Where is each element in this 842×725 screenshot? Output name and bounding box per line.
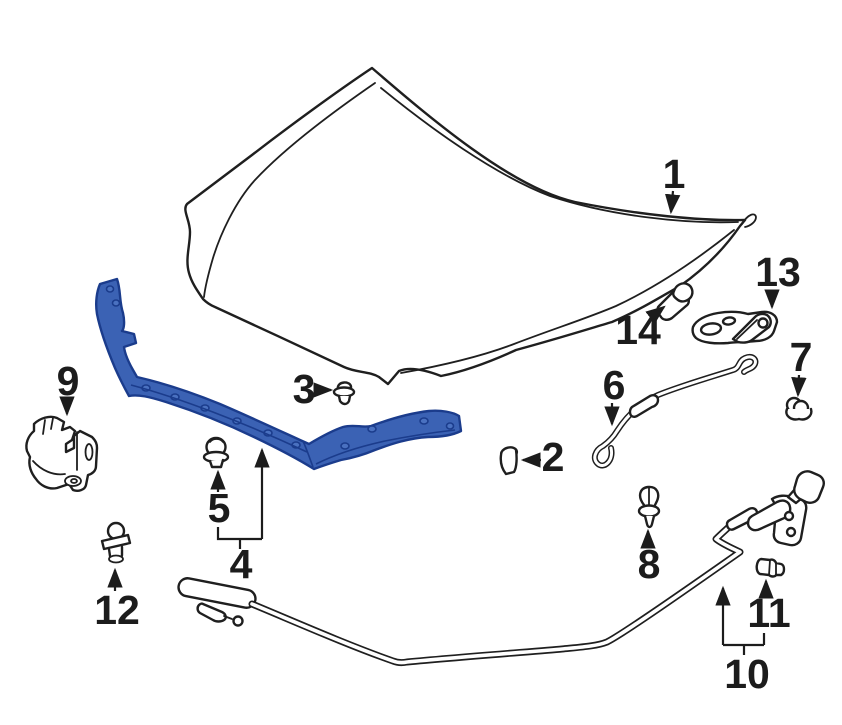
clip-12-foot xyxy=(108,554,124,564)
callout-label-1[interactable]: 1 xyxy=(663,151,686,197)
callout-label-14[interactable]: 14 xyxy=(615,307,661,353)
cable-barrel xyxy=(746,499,792,532)
callout-1-arrow xyxy=(665,190,681,215)
callout-label-8[interactable]: 8 xyxy=(638,541,661,587)
callout-10-bracket xyxy=(723,633,766,655)
hinge-slot-hole xyxy=(699,322,723,336)
latch-body xyxy=(25,415,99,492)
hinge-fold-line xyxy=(736,319,758,340)
callout-label-5[interactable]: 5 xyxy=(208,485,231,531)
latch-striker-hole xyxy=(84,443,94,461)
cable-handle-loop xyxy=(177,577,257,609)
hood-support-rod xyxy=(591,353,759,469)
hood-release-cable xyxy=(177,470,825,667)
rod-ferrule xyxy=(628,394,660,418)
callout-14-arrow xyxy=(645,305,666,324)
callout-labels: 1 2 3 4 5 6 7 8 9 10 11 12 13 14 xyxy=(57,151,813,697)
cable-ball-end xyxy=(232,615,244,627)
hood-front-flange xyxy=(400,229,735,374)
hood-outline xyxy=(184,66,747,386)
callout-7-arrow xyxy=(791,374,807,398)
callout-4-bracket xyxy=(216,527,262,549)
bracket-hole-upper xyxy=(783,510,795,522)
clip-5 xyxy=(202,436,230,469)
cable-end-fitting xyxy=(196,602,227,623)
callout-label-9[interactable]: 9 xyxy=(57,358,80,404)
latch-mount-hole xyxy=(64,475,82,487)
callout-arrows xyxy=(59,190,807,655)
clip-12 xyxy=(100,521,132,564)
grommet-11 xyxy=(755,557,786,578)
cable-path-inner xyxy=(250,521,742,665)
clip-2 xyxy=(499,446,519,476)
clip-2-body xyxy=(499,448,518,476)
hinge-arm-hole xyxy=(757,317,769,329)
molding-holes xyxy=(105,285,455,450)
callout-label-12[interactable]: 12 xyxy=(94,587,140,633)
cable-link xyxy=(223,615,233,620)
clip-3-flange xyxy=(332,386,356,398)
callout-label-7[interactable]: 7 xyxy=(790,334,813,380)
latch-details xyxy=(32,417,78,476)
clip-3 xyxy=(332,381,356,406)
hood-crease-rear xyxy=(380,87,739,224)
clip-8 xyxy=(637,485,661,529)
latch-mount-hole-inner xyxy=(70,478,78,484)
callout-label-6[interactable]: 6 xyxy=(603,362,626,408)
clip-7-base xyxy=(785,407,813,421)
hood-tip-curl xyxy=(741,213,757,228)
cable-path-outer xyxy=(248,519,744,667)
clip-7 xyxy=(785,396,813,421)
callout-label-13[interactable]: 13 xyxy=(755,249,801,295)
hood-panel xyxy=(184,66,757,386)
rod-path-inner xyxy=(593,355,757,467)
hinge-small-hole xyxy=(721,316,737,326)
callout-label-3[interactable]: 3 xyxy=(293,366,316,412)
callout-label-10[interactable]: 10 xyxy=(724,651,770,697)
clip-5-stem xyxy=(208,458,225,469)
hood-latch xyxy=(25,415,99,492)
clip-3-stem xyxy=(337,394,352,406)
hood-front-molding-highlighted[interactable] xyxy=(95,277,463,471)
molding-outline[interactable] xyxy=(95,277,463,471)
clip-5-flange xyxy=(202,450,230,464)
clip-8-collar xyxy=(637,504,661,518)
clip-12-flange xyxy=(100,533,132,551)
clip-8-stem xyxy=(643,514,656,529)
callout-label-11[interactable]: 11 xyxy=(747,590,790,636)
clip-5-head-detail xyxy=(209,438,224,443)
callout-label-2[interactable]: 2 xyxy=(542,434,565,480)
cable-end-cap xyxy=(793,470,825,504)
hood-hinge xyxy=(691,310,779,345)
molding-ridges xyxy=(130,384,456,468)
grommet-ridges xyxy=(768,559,777,576)
callout-label-4[interactable]: 4 xyxy=(230,541,253,587)
bolt-14-head xyxy=(672,282,694,303)
hood-crease-left xyxy=(203,82,376,298)
bracket-hole-lower xyxy=(785,526,797,538)
